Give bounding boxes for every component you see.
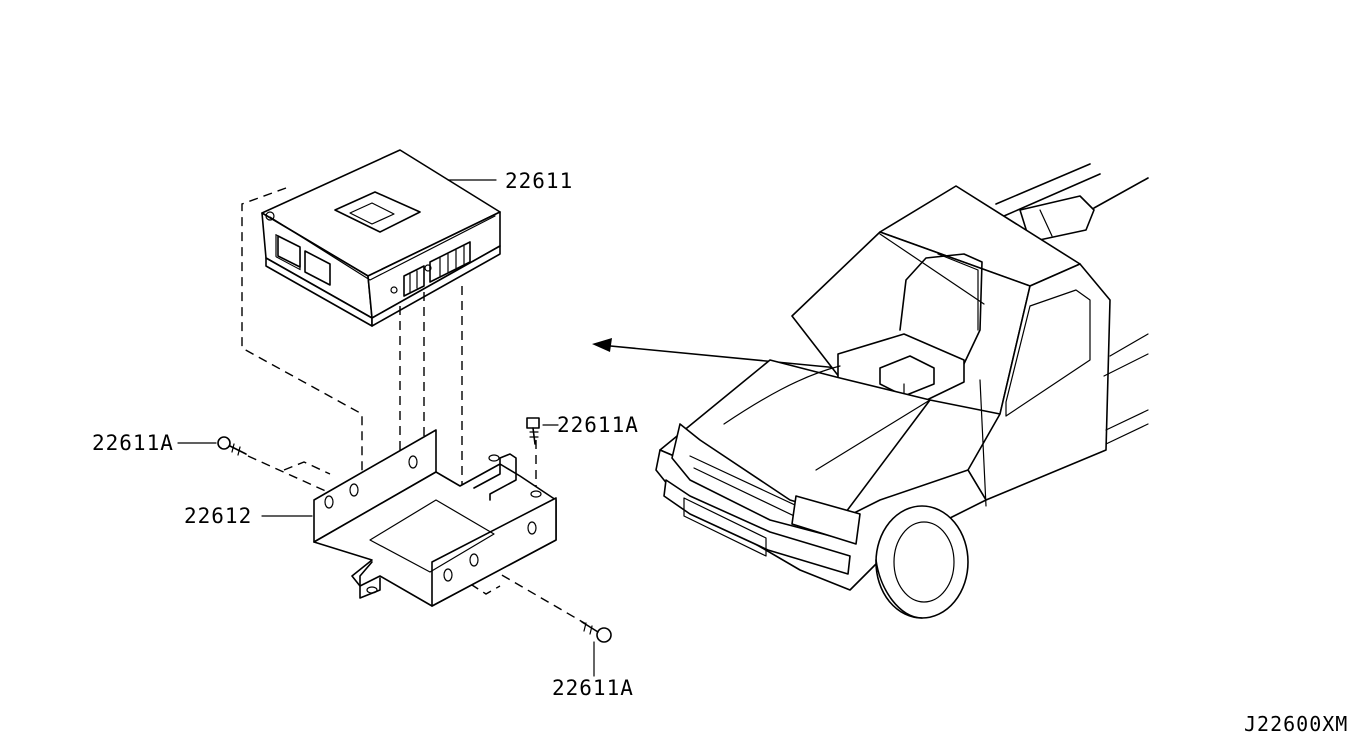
screw-left [177,436,247,456]
truck-illustration [655,163,1149,619]
ecm-unit [261,149,501,327]
screw-bottom [581,621,612,677]
part-label-ecm: 22611 [505,169,574,193]
diagram-code: J22600XM [1244,712,1349,736]
mounting-bracket [261,429,557,607]
part-label-screw-top: 22611A [557,413,639,437]
part-label-screw-bottom: 22611A [552,676,634,700]
screw-top [526,417,559,445]
part-label-bracket: 22612 [184,504,253,528]
part-label-screw-left: 22611A [92,431,174,455]
